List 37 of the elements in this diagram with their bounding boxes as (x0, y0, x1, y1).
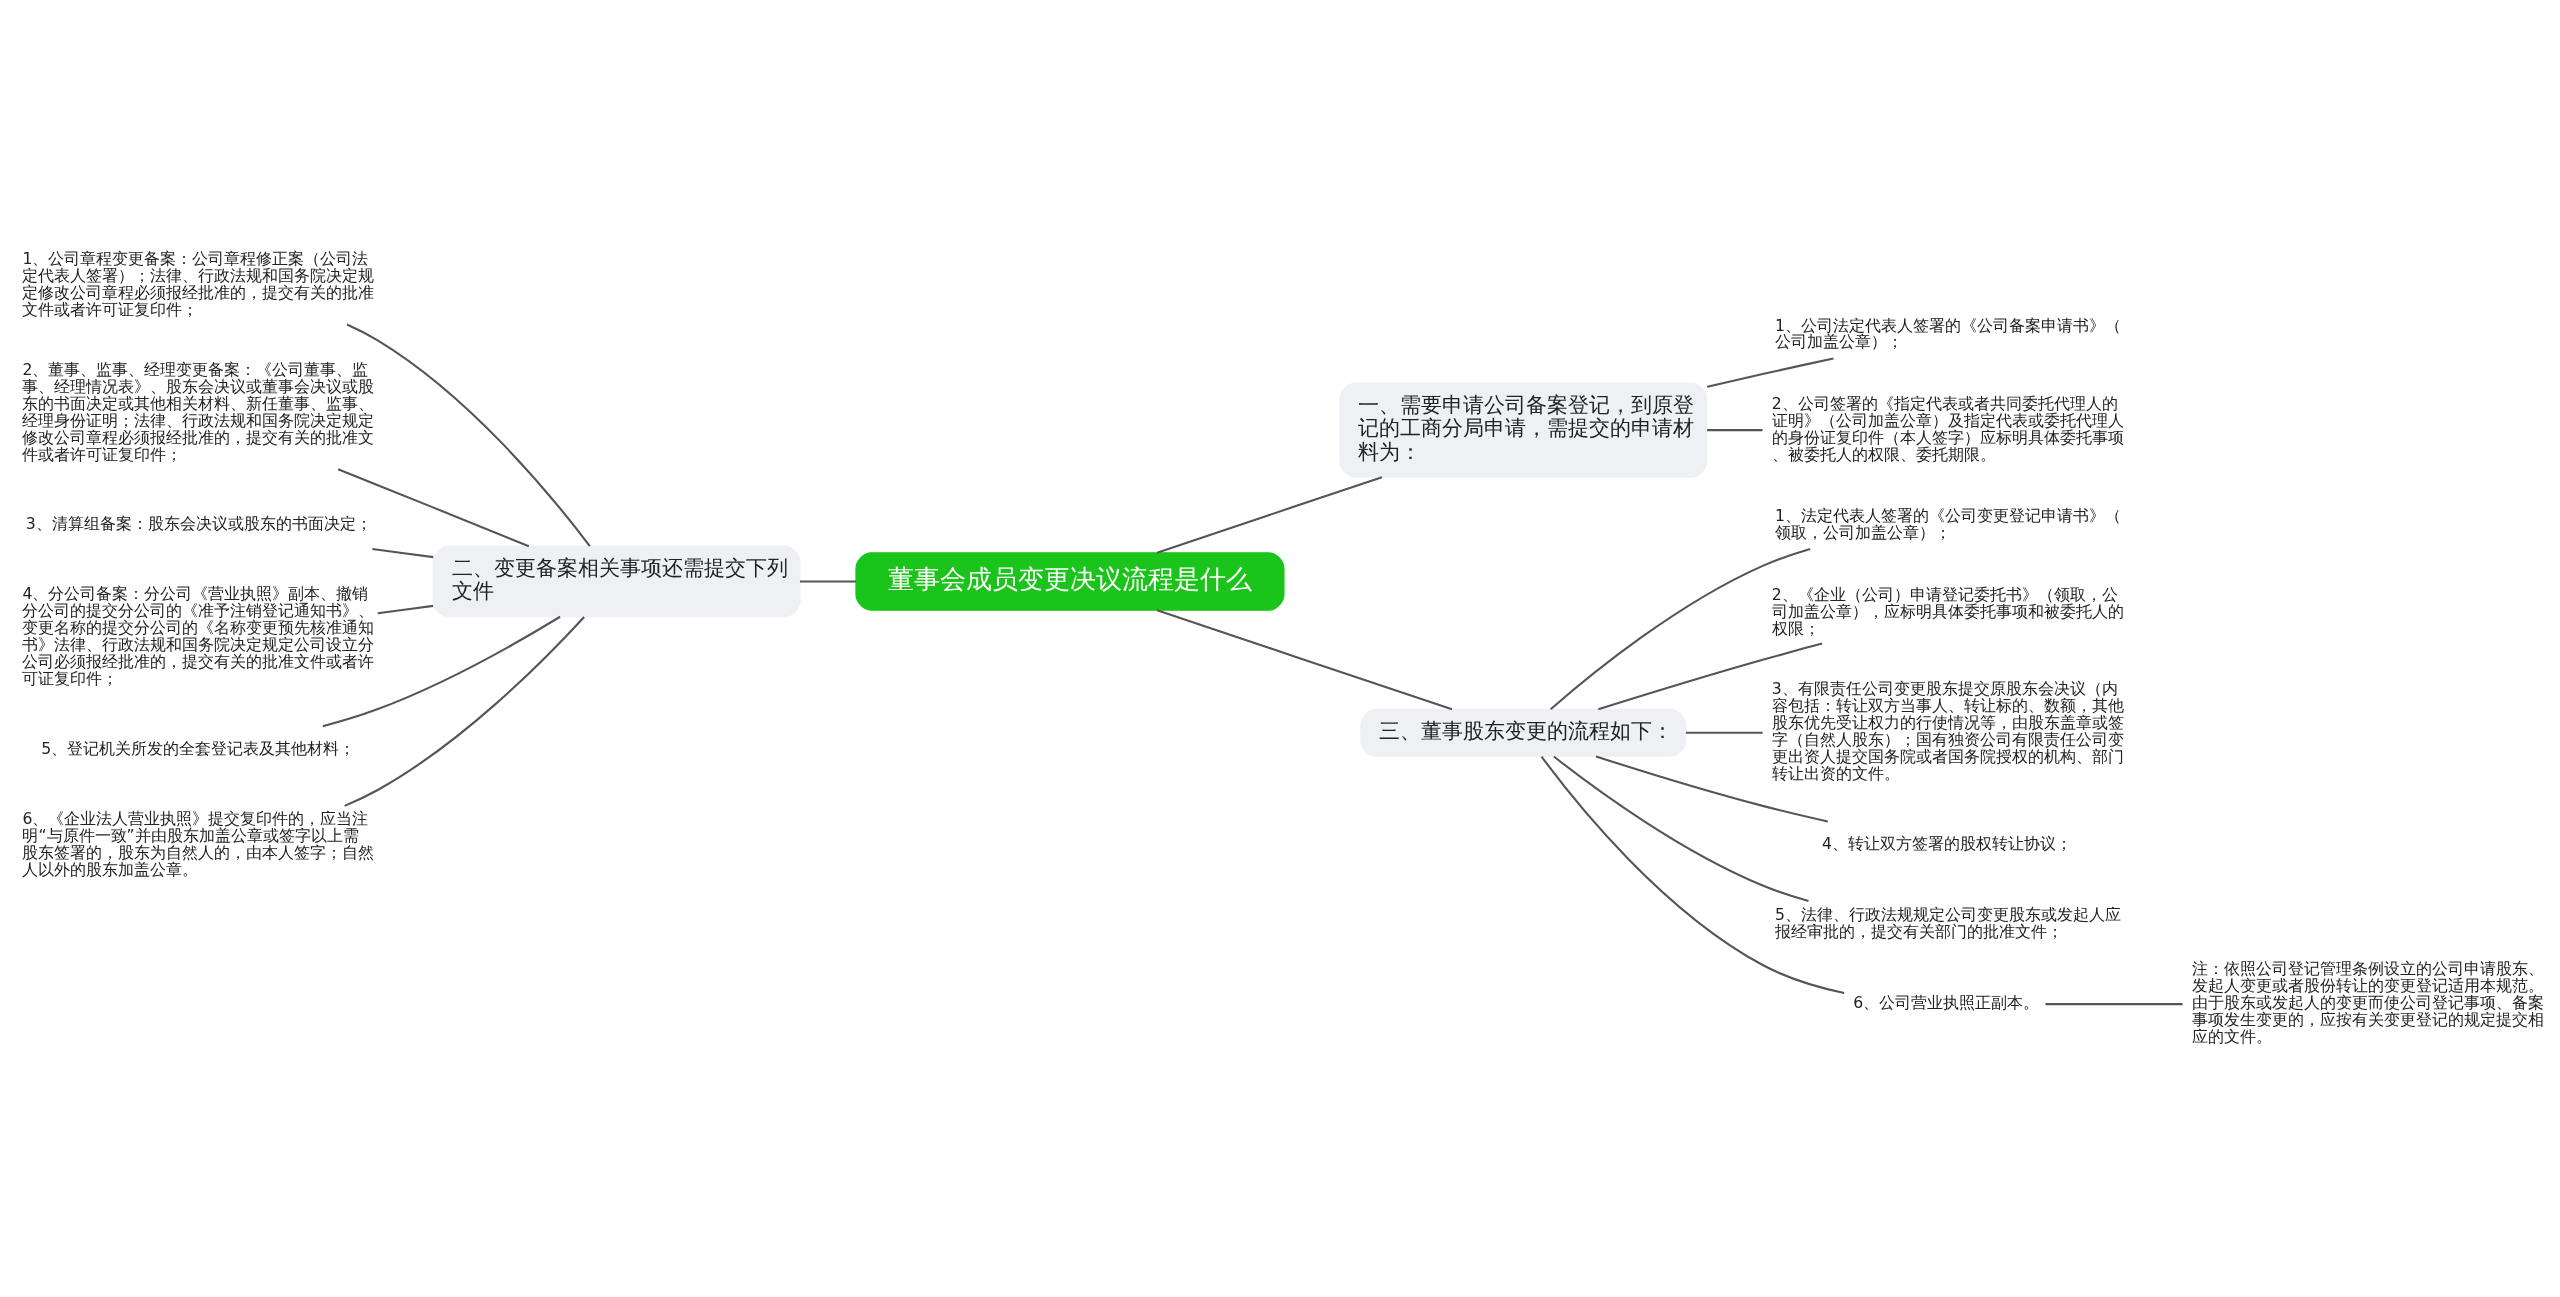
connector (337, 467, 530, 547)
connector (377, 604, 434, 614)
connector (322, 615, 561, 727)
connector (1156, 475, 1383, 554)
connector (344, 615, 585, 807)
node-box: 三、董事股东变更的流程如下： (1360, 708, 1687, 757)
node-box: 二、变更备案相关事项还需提交下列文件 (432, 545, 801, 617)
connector (1550, 547, 1811, 710)
connector (1598, 642, 1823, 710)
node-text: 注：依照公司登记管理条例设立的公司申请股东、发起人变更或者股份转让的变更登记适用本规范。由于股东或发起人的变更而使公司登记事项、备案事项发生变更的，应按有关变更登记的规定提交相应的文件。 (2191, 958, 2544, 1046)
node-text: 4、分公司备案：分公司《营业执照》副本、撤销分公司的提交分公司的《准予注销登记通知书》、变更名称的提交分公司的《名称变更预先核准通知书》法律、行政法规和国务院决定规定公司设立分公司必须报经批准的，提交有关的批准文件或者许可证复印件； (22, 583, 375, 688)
node-text: 5、法律、行政法规规定公司变更股东或发起人应报经审批的，提交有关部门的批准文件； (1775, 904, 2122, 941)
connector (1595, 754, 1829, 822)
node-text: 1、法定代表人签署的《公司变更登记申请书》（领取，公司加盖公章）； (1775, 505, 2122, 542)
connector (1540, 755, 1845, 994)
connector (1706, 356, 1834, 388)
node-text: 6、《企业法人营业执照》提交复印件的，应当注明“与原件一致”并由股东加盖公章或签字以上需股东签署的，股东为自然人的，由本人签字；自然人以外的股东加盖公章。 (22, 808, 375, 878)
connector (1685, 731, 1763, 734)
node-text: 1、公司法定代表人签署的《公司备案申请书》（公司加盖公章）； (1775, 314, 2122, 351)
connector (1553, 755, 1809, 902)
node-text: 2、《企业（公司）申请登记委托书》（领取，公司加盖公章），应标明具体委托事项和被委托人的权限； (1771, 584, 2124, 638)
connector (1156, 608, 1453, 710)
connector (2045, 1002, 2183, 1005)
connector (372, 547, 434, 558)
connector (346, 323, 591, 547)
node-text: 5、登记机关所发的全套登记表及其他材料； (41, 738, 356, 758)
node-text: 4、转让双方签署的股权转让协议； (1822, 833, 2072, 853)
node-box: 董事会成员变更决议流程是什么 (855, 551, 1285, 611)
node-text: 1、公司章程变更备案：公司章程修正案（公司法定代表人签署）；法律、行政法规和国务院决定规定修改公司章程必须报经批准的，提交有关的批准文件或者许可证复印件； (22, 248, 375, 319)
node-text: 3、有限责任公司变更股东提交原股东会决议（内容包括：转让双方当事人、转让标的、数额，其他股东优先受让权力的行使情况等，由股东盖章或签字（自然人股东）；国有独资公司有限责任公司变更出资人提交国务院或者国务院授权的机构、部门转让出资的文件。 (1771, 678, 2124, 783)
node-text: 2、公司签署的《指定代表或者共同委托代理人的证明》（公司加盖公章）及指定代表或委托代理人的身份证复印件（本人签字）应标明具体委托事项、被委托人的权限、委托期限。 (1771, 393, 2124, 464)
node-text: 3、清算组备案：股东会决议或股东的书面决定； (25, 513, 372, 533)
connector (1707, 428, 1763, 431)
node-box: 一、需要申请公司备案登记，到原登记的工商分局申请，需提交的申请材料为： (1339, 382, 1708, 478)
node-text: 6、公司营业执照正副本。 (1853, 992, 2040, 1012)
connector (799, 579, 856, 583)
node-text: 2、董事、监事、经理变更备案：《公司董事、监事、经理情况表》、股东会决议或董事会决议或股东的书面决定或其他相关材料、新任董事、监事、经理身份证明；法律、行政法规和国务院决定规定修改公司章程必须报经批准的，提交有关的批准文件或者许可证复印件； (22, 359, 375, 464)
